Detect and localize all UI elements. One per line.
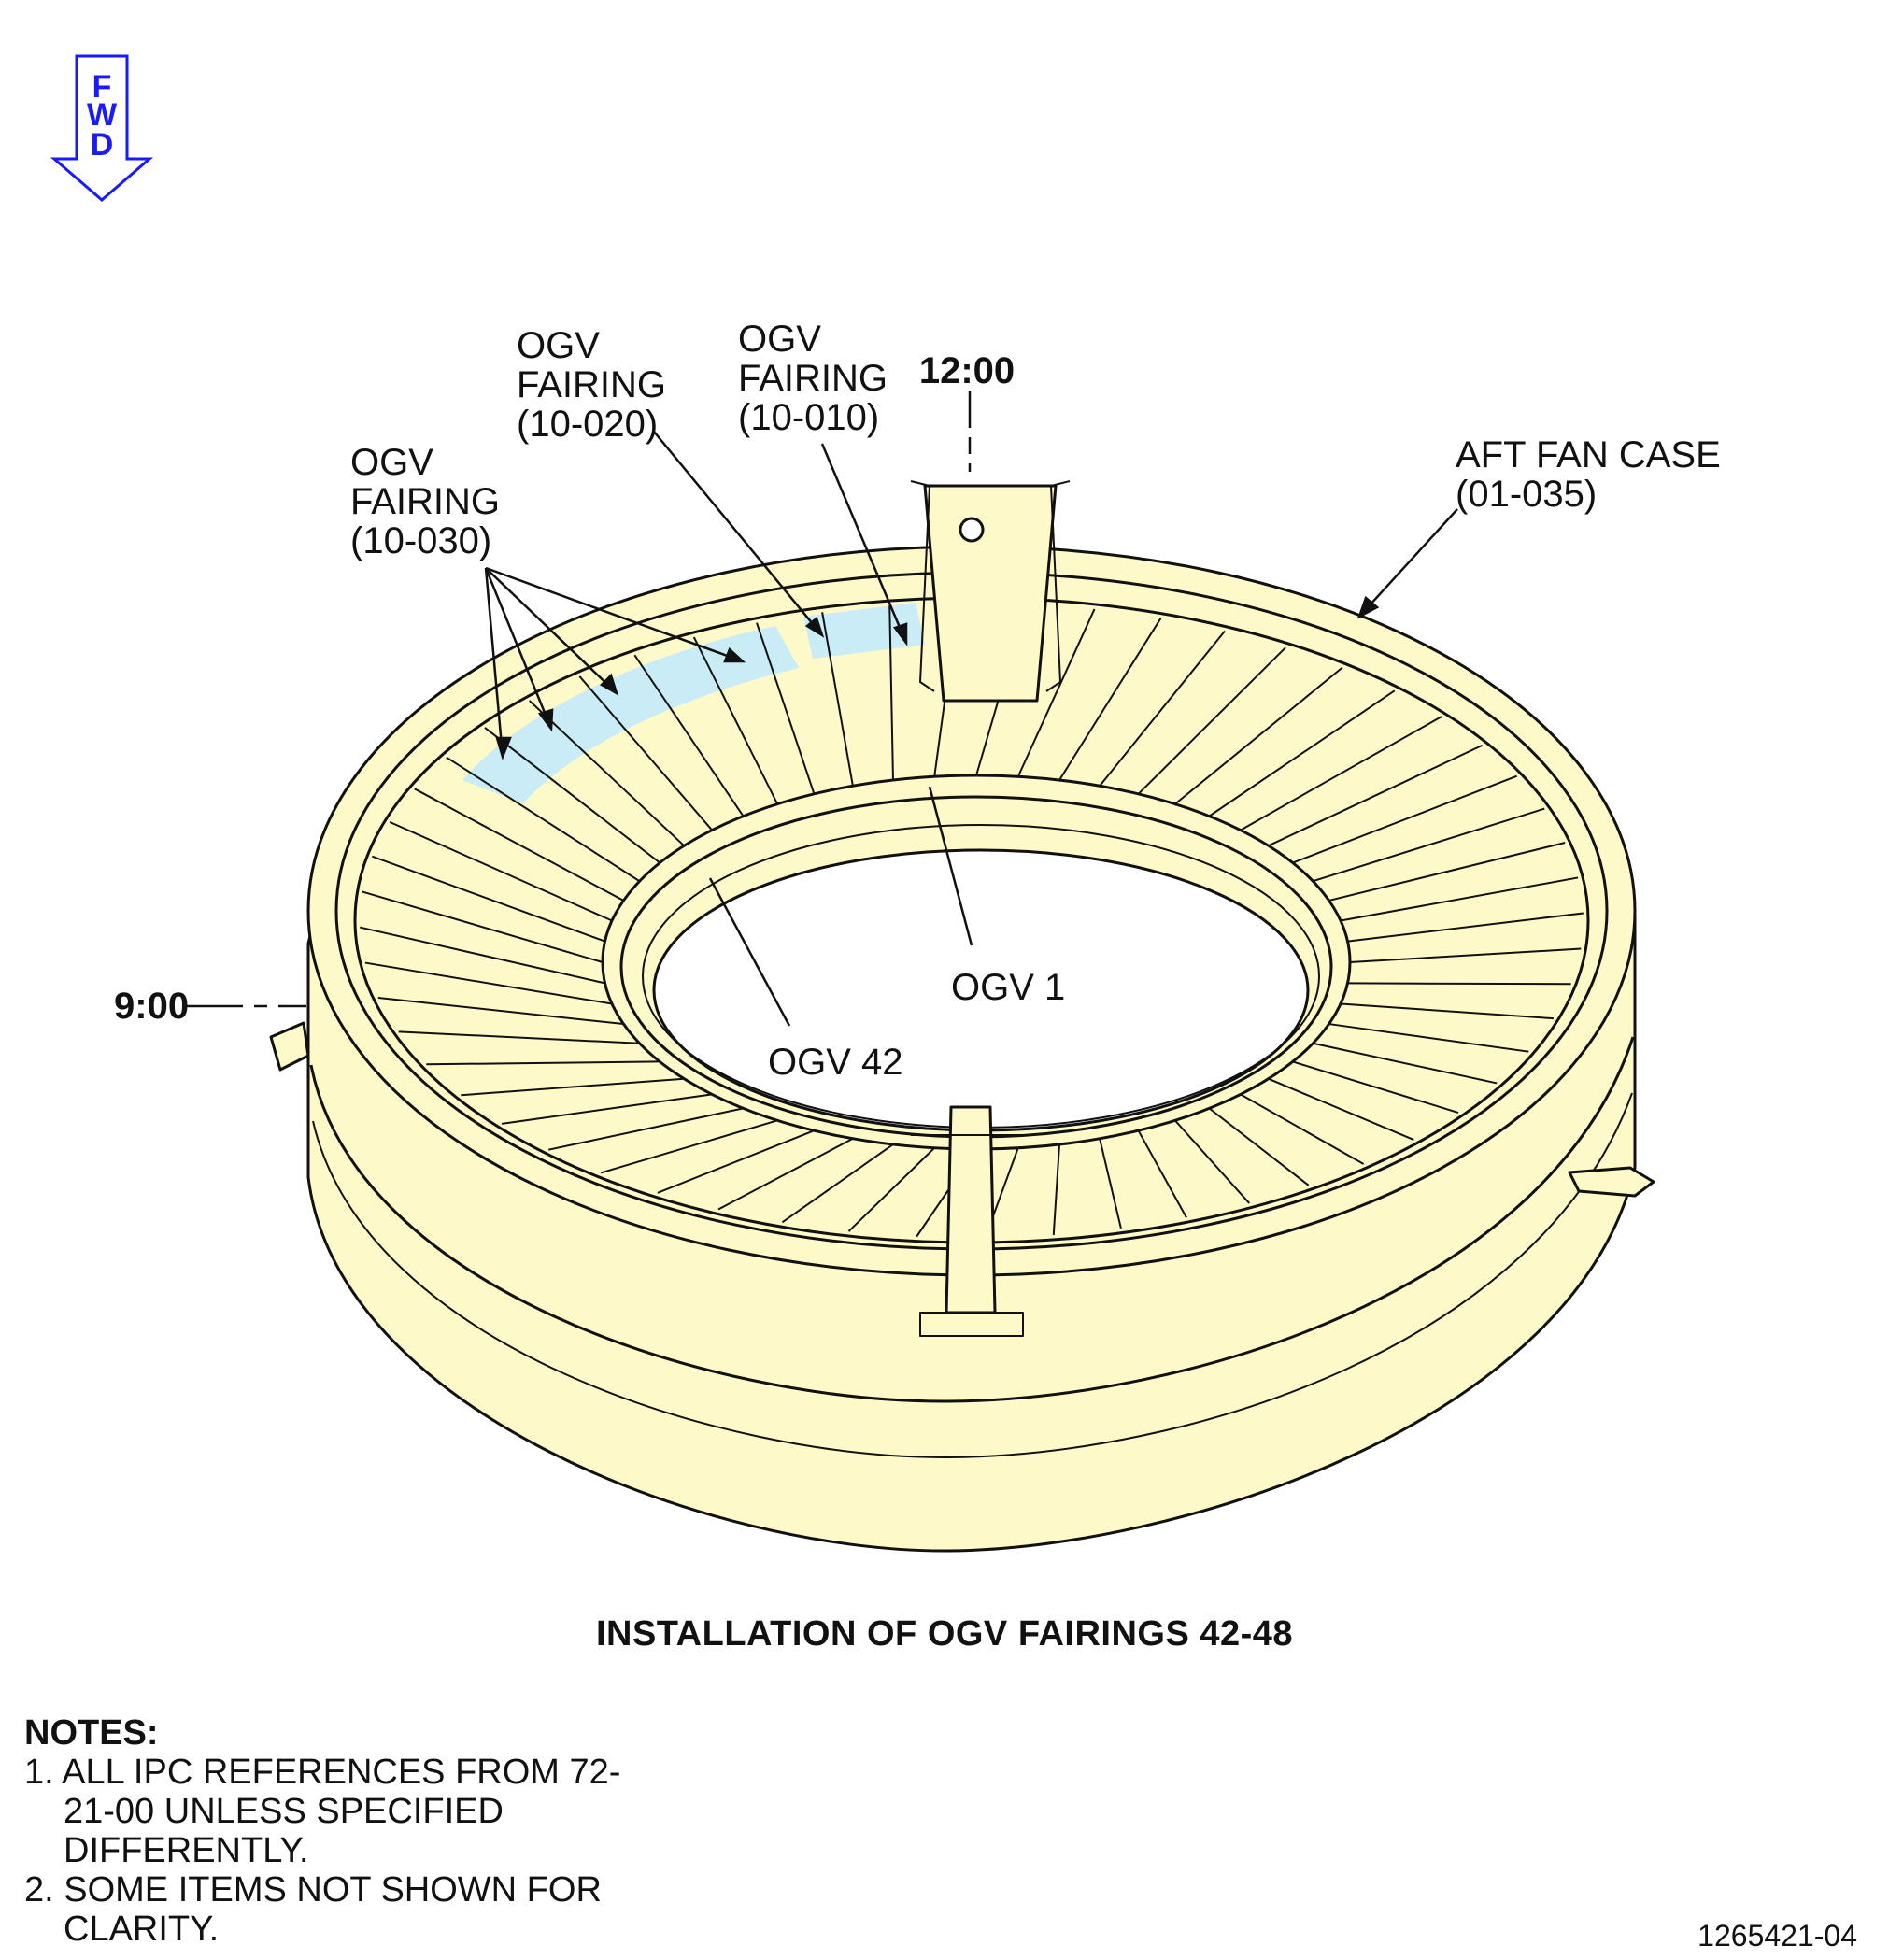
ogv-vane-line [1208, 1107, 1310, 1186]
ogv-vane-line [359, 926, 605, 985]
ogv-vane-line [501, 1093, 713, 1125]
ogv-vane-line [1174, 666, 1343, 805]
clock-12-label: 12:00 [919, 350, 1015, 391]
ogv-vane-line [1099, 630, 1226, 787]
ogv-vane-line [389, 820, 613, 922]
ogv-vane-line [633, 654, 745, 817]
ogv-vane-line [528, 700, 685, 847]
ogv-vane-line [1313, 807, 1545, 883]
fwd-letter-d: D [91, 127, 114, 163]
ogv-vane-line [1240, 716, 1442, 831]
fairing-030-line-1: OGV [350, 442, 433, 483]
fwd-arrow-icon: F W D [50, 54, 154, 202]
ogv-vane-line [821, 612, 854, 787]
ogv-vane-line [1340, 876, 1579, 922]
ogv-vane-line [578, 675, 713, 831]
ogv-vane-line [398, 1030, 640, 1044]
note-item: 1. ALL IPC REFERENCES FROM 72-21-00 UNLE… [24, 1753, 621, 1870]
fairing-020-callout: OGV FAIRING (10-020) [517, 325, 666, 445]
ogv-vane-line [756, 622, 816, 795]
ogv-vane-line [888, 605, 894, 781]
notes-heading: NOTES: [24, 1713, 159, 1753]
fairing-020-line-3: (10-020) [517, 404, 658, 445]
ogv-vane-line [1268, 1077, 1414, 1141]
fan-case-callout: AFT FAN CASE (01-035) [1456, 434, 1721, 515]
ogv-vane-line [1016, 608, 1096, 777]
ogv-vane-line [1240, 1093, 1365, 1165]
fairing-030-line-2: FAIRING [350, 481, 500, 522]
fairing-020-line-2: FAIRING [517, 364, 666, 405]
leader-lines [187, 391, 1458, 1027]
ogv-1-label: OGV 1 [951, 967, 1065, 1008]
fwd-letter-w: W [87, 97, 118, 133]
ogv-vane-line [1349, 947, 1582, 963]
ogv-vane-line [1328, 842, 1566, 902]
fwd-letter-f: F [92, 69, 112, 105]
ogv-vane-line [484, 727, 660, 864]
ogv-vane-line [1313, 1042, 1498, 1085]
ogv-vane-line [600, 1119, 778, 1174]
note-item: 2. SOME ITEMS NOT SHOWN FOR CLARITY. [24, 1870, 602, 1949]
ogv-vane-line [364, 961, 613, 1005]
ogv-vane-line [1052, 1143, 1061, 1235]
fairing-030-line-3: (10-030) [350, 520, 491, 561]
ogv-vane-line [1268, 744, 1484, 847]
aft-fan-case-drawing [269, 480, 1655, 1553]
ogv-vane-line [1208, 689, 1396, 817]
ogv-vane-line [657, 1129, 815, 1194]
ogv-vane-line [461, 1077, 685, 1097]
ogv-vane-line [377, 997, 624, 1026]
ogv-vane-line [1347, 982, 1571, 986]
ogv-vane-line [548, 1107, 744, 1151]
figure-title: INSTALLATION OF OGV FAIRINGS 42-48 [595, 1614, 1294, 1654]
ogv-vane-line [1099, 1138, 1122, 1229]
fairing-030-callout: OGV FAIRING (10-030) [350, 442, 500, 561]
ogv-vane-line [1137, 646, 1286, 795]
fairing-010-line-2: FAIRING [738, 358, 888, 399]
ogv-vane-line [1328, 1023, 1529, 1053]
ogv-vane-line [1347, 912, 1584, 943]
clock-9-label: 9:00 [114, 986, 189, 1027]
fairing-010-line-1: OGV [738, 319, 821, 360]
ogv-vane-line [1174, 1119, 1250, 1204]
ogv-vane-line [362, 890, 604, 963]
ogv-vane-line [1340, 1002, 1554, 1020]
figure-id: 1265421-04 [1697, 1919, 1857, 1953]
ogv-vane-line [414, 788, 624, 902]
ogv-vane-line [1137, 1129, 1187, 1218]
ogv-vane-line [717, 1137, 854, 1211]
ogv-vane-line [1292, 774, 1518, 864]
fairing-010-line-3: (10-010) [738, 397, 879, 438]
ogv-vane-line [446, 756, 641, 883]
ogv-vane-line [847, 1147, 935, 1232]
fan-case-line-2: (01-035) [1456, 474, 1597, 515]
ogv-vane-line [781, 1143, 894, 1224]
ogv-vane-line [1058, 618, 1162, 781]
ogv-vane-line [426, 1060, 660, 1066]
ogv-vane-line [692, 636, 779, 805]
ogv-42-label: OGV 42 [768, 1042, 903, 1083]
ogv-vane-line [1292, 1060, 1459, 1114]
notes-block: NOTES: 1. ALL IPC REFERENCES FROM 72-21-… [24, 1713, 661, 1949]
ogv-vane-line [372, 855, 605, 943]
fairing-020-line-1: OGV [517, 325, 600, 366]
fan-case-line-1: AFT FAN CASE [1456, 434, 1721, 476]
fairing-010-callout: OGV FAIRING (10-010) [738, 319, 888, 438]
